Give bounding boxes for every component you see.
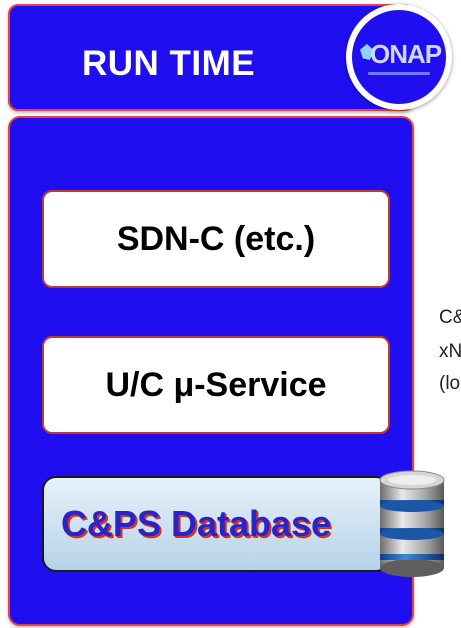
sdn-c-box: SDN-C (etc.) xyxy=(42,190,390,288)
onap-logo-text: ONAP xyxy=(370,39,442,69)
side-text-line-1: C& xyxy=(439,307,461,328)
cps-database-label: C&PS Database xyxy=(60,503,332,544)
onap-mark-icon xyxy=(360,44,374,60)
onap-logo: ONAP xyxy=(346,4,452,110)
onap-logo-underline xyxy=(368,72,430,75)
database-icon xyxy=(379,470,445,577)
side-text-line-3: (lo xyxy=(439,373,461,394)
onap-logo-inner: ONAP xyxy=(352,10,446,104)
cps-database-box: C&PS Database xyxy=(42,476,390,572)
run-time-title: RUN TIME xyxy=(82,44,256,83)
side-text-line-2: xN xyxy=(439,341,461,362)
uc-microservice-box: U/C μ-Service xyxy=(42,336,390,434)
